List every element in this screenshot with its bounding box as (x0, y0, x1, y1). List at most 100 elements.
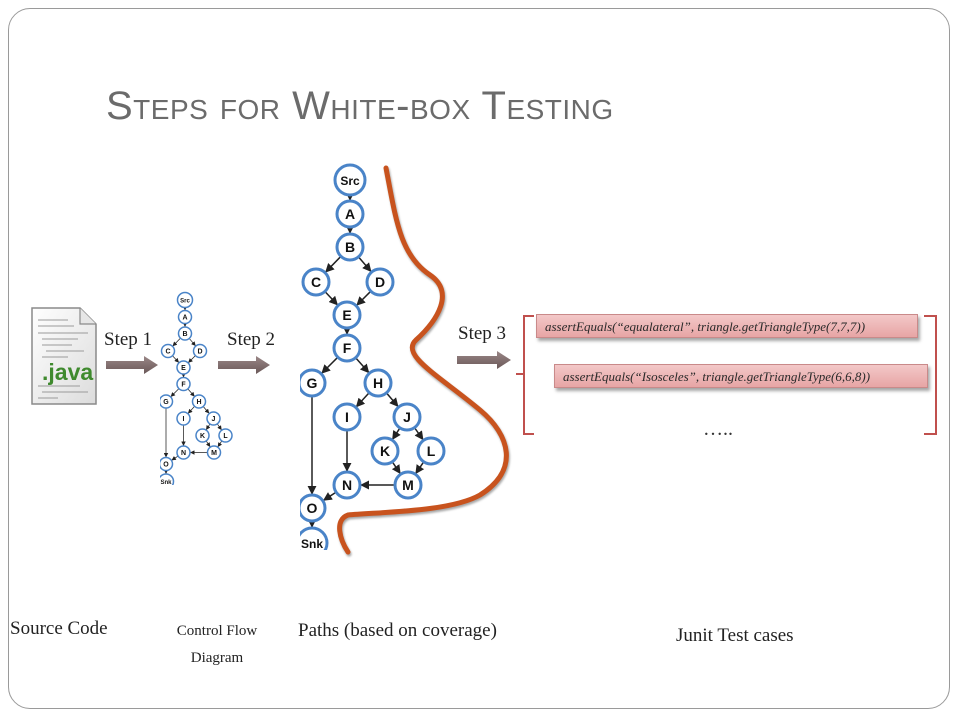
small-edge-h-i (187, 406, 195, 414)
slide-title: Steps for White-box Testing (106, 84, 614, 128)
large-edge-f-g (321, 356, 339, 374)
large-node-e: E (332, 300, 362, 330)
small-node-label: A (182, 315, 187, 322)
small-node-label: O (163, 462, 169, 469)
small-node-a: A (177, 309, 193, 325)
assert-equilateral-test: assertEquals(“equalateral”, triangle.get… (536, 314, 918, 338)
small-edge-f-h (187, 388, 195, 397)
small-node-l: L (218, 428, 233, 443)
small-node-label: J (212, 416, 216, 423)
large-node-label: J (403, 409, 411, 425)
small-node-j: J (206, 411, 221, 426)
caption-paths: Paths (based on coverage) (298, 620, 497, 641)
large-node-m: M (393, 470, 423, 500)
small-node-e: E (176, 360, 191, 375)
step-3-arrow (457, 351, 511, 369)
small-node-m: M (206, 445, 222, 460)
large-node-i: I (332, 402, 362, 432)
large-node-label: A (345, 206, 355, 222)
assert-isosceles-test: assertEquals(“Isosceles”, triangle.getTr… (554, 364, 928, 388)
small-edge-h-j (202, 406, 210, 414)
small-edge-k-m (205, 440, 211, 448)
large-edge-n-o (322, 491, 337, 501)
small-edge-d-e (188, 355, 196, 363)
large-node-d: D (365, 267, 395, 297)
large-node-j: J (392, 402, 422, 432)
large-node-o: O (300, 493, 327, 523)
slide-frame (8, 8, 950, 709)
large-node-label: H (373, 375, 383, 391)
small-edge-j-k (205, 423, 211, 431)
large-edge-h-i (355, 392, 370, 408)
caption-control-flow-line1: Control Flow (176, 623, 258, 639)
step-1-arrow (106, 356, 158, 374)
large-node-a: A (335, 199, 365, 229)
small-node-b: B (177, 326, 193, 341)
small-node-n: N (176, 445, 191, 460)
large-edge-c-e (324, 290, 339, 306)
large-edge-k-m (391, 461, 401, 475)
caption-control-flow: Control Flow Diagram (160, 618, 274, 672)
large-node-label: Src (340, 174, 360, 188)
large-node-label: O (307, 500, 318, 516)
small-node-label: L (223, 433, 228, 440)
large-node-k: K (370, 436, 400, 466)
large-node-label: K (380, 443, 390, 459)
small-node-label: B (182, 331, 187, 338)
large-node-label: G (307, 375, 318, 391)
large-node-g: G (300, 368, 327, 398)
large-edge-f-h (355, 357, 370, 374)
large-node-src: Src (333, 163, 367, 197)
small-node-label: I (183, 416, 185, 423)
more-tests-ellipsis: ….. (703, 418, 733, 440)
small-node-c: C (160, 343, 176, 359)
small-node-label: Snk (160, 480, 172, 485)
large-node-label: N (342, 477, 352, 493)
small-node-g: G (160, 394, 174, 409)
caption-junit: Junit Test cases (676, 625, 794, 646)
test-cases-right-bracket (924, 315, 937, 435)
large-node-label: D (375, 274, 385, 290)
caption-source-code: Source Code (10, 618, 108, 639)
small-edge-f-g (170, 388, 180, 397)
small-node-k: K (195, 428, 210, 443)
small-node-label: H (196, 399, 201, 406)
caption-control-flow-line2: Diagram (190, 650, 244, 666)
small-node-i: I (176, 411, 191, 426)
test-cases-left-bracket (516, 315, 534, 435)
small-node-label: E (181, 365, 186, 372)
small-edge-c-e (172, 355, 180, 363)
large-node-snk: Snk (300, 526, 329, 550)
large-node-label: M (402, 477, 414, 493)
step-3-label: Step 3 (458, 323, 507, 344)
small-node-label: K (200, 433, 205, 440)
small-edge-b-c (172, 337, 181, 347)
small-node-label: G (163, 399, 169, 406)
small-node-d: D (192, 343, 208, 359)
step-2-label: Step 2 (227, 329, 276, 350)
large-edge-d-e (356, 290, 372, 306)
large-edge-h-j (385, 392, 399, 408)
small-node-label: D (197, 349, 202, 356)
small-node-label: Src (180, 299, 190, 305)
large-edge-b-c (325, 255, 342, 273)
small-edge-b-d (188, 338, 196, 347)
large-node-b: B (335, 232, 365, 262)
large-edge-l-m (415, 461, 425, 475)
small-node-snk: Snk (160, 473, 175, 485)
large-node-label: B (345, 239, 355, 255)
large-node-l: L (416, 436, 446, 466)
small-node-label: N (181, 450, 186, 457)
small-edge-l-m (217, 440, 223, 448)
large-node-f: F (332, 333, 362, 363)
large-node-c: C (301, 267, 331, 297)
small-node-src: Src (176, 291, 194, 309)
large-node-label: L (427, 443, 436, 459)
small-node-label: F (181, 382, 186, 389)
java-file-icon: .java (28, 306, 100, 406)
large-node-h: H (363, 368, 393, 398)
step-1-label: Step 1 (104, 329, 153, 350)
small-node-label: M (211, 450, 217, 457)
